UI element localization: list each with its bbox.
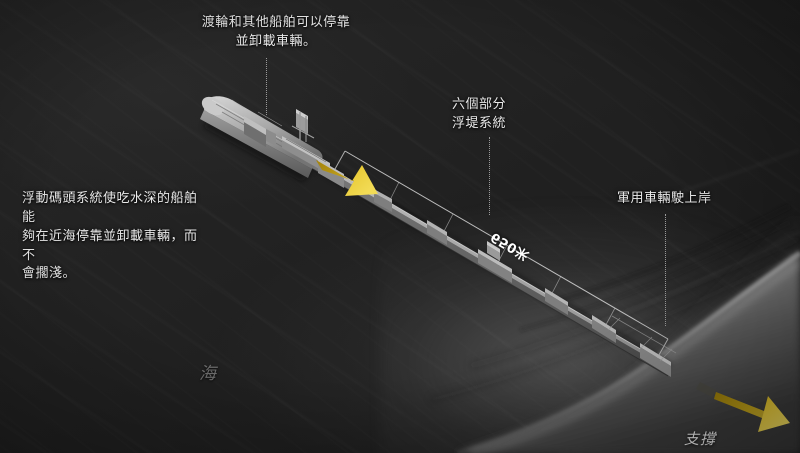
callout-vehicles-ashore: 軍用車輛駛上岸	[617, 191, 712, 206]
wave-bands	[429, 148, 800, 403]
beach-sand	[455, 250, 800, 453]
arrow-to-shore-icon	[696, 382, 790, 432]
arrow-to-pier-icon	[316, 160, 378, 196]
pier-supports	[607, 315, 677, 362]
cargo-ship	[200, 96, 344, 188]
pontoon-sections	[374, 189, 671, 377]
callout-six-section-system: 六個部分 浮堤系統	[452, 97, 507, 131]
leader-line-vehicles	[665, 214, 666, 326]
surf-line	[457, 250, 800, 453]
callout-floating-dock-system: 浮動碼頭系統使吃水深的船舶能 夠在近海停靠並卸載車輛，而不 會擱淺。	[22, 191, 198, 282]
sea-label: 海	[199, 364, 216, 384]
surf-foam	[468, 258, 800, 453]
leader-line-ship	[266, 58, 267, 115]
callout-ship-unload: 渡輪和其他船舶可以停靠 並卸載車輛。	[201, 15, 351, 49]
leader-line-sections	[489, 137, 490, 215]
support-label: 支撐	[684, 430, 717, 448]
